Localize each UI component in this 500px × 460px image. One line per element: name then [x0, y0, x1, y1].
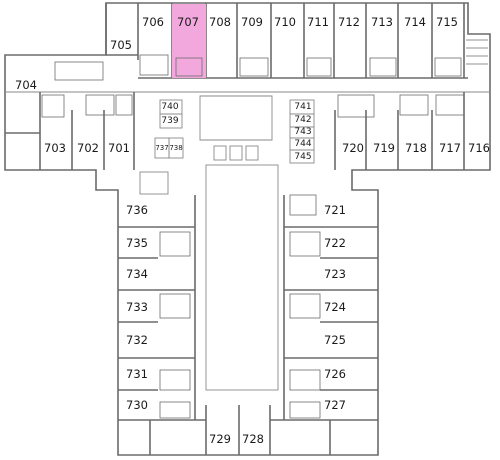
left-wing [5, 61, 135, 170]
room-736-label[interactable]: 736 [126, 203, 148, 217]
room-728-label[interactable]: 728 [242, 432, 264, 446]
room-707-label[interactable]: 707 [177, 15, 199, 29]
room-706-label[interactable]: 706 [142, 15, 164, 29]
room-704-label[interactable]: 704 [15, 78, 37, 92]
room-729-label[interactable]: 729 [209, 432, 231, 446]
building-outline [4, 2, 491, 456]
room-738-label[interactable]: 738 [169, 144, 182, 152]
room-737-label[interactable]: 737 [155, 144, 168, 152]
room-714-label[interactable]: 714 [404, 15, 426, 29]
room-731-label[interactable]: 731 [126, 367, 148, 381]
room-735-label[interactable]: 735 [126, 236, 148, 250]
room-703-label[interactable]: 703 [44, 141, 66, 155]
room-743-label[interactable]: 743 [294, 127, 311, 137]
room-722-label[interactable]: 722 [324, 236, 346, 250]
south-wing [118, 164, 378, 455]
top-wing-fixtures [139, 39, 488, 77]
room-744-label[interactable]: 744 [294, 139, 311, 149]
room-733-label[interactable]: 733 [126, 300, 148, 314]
room-707-highlight[interactable] [172, 4, 206, 78]
room-702-label[interactable]: 702 [77, 141, 99, 155]
right-wing [334, 92, 465, 170]
room-715-label[interactable]: 715 [436, 15, 458, 29]
room-732-label[interactable]: 732 [126, 333, 148, 347]
service-core [154, 95, 315, 164]
room-716-label[interactable]: 716 [468, 141, 490, 155]
room-711-label[interactable]: 711 [307, 15, 329, 29]
room-718-label[interactable]: 718 [405, 141, 427, 155]
room-727-label[interactable]: 727 [324, 398, 346, 412]
room-740-label[interactable]: 740 [161, 102, 178, 112]
room-725-label[interactable]: 725 [324, 333, 346, 347]
room-720-label[interactable]: 720 [342, 141, 364, 155]
room-713-label[interactable]: 713 [371, 15, 393, 29]
room-712-label[interactable]: 712 [338, 15, 360, 29]
room-708-label[interactable]: 708 [209, 15, 231, 29]
room-742-label[interactable]: 742 [294, 115, 311, 125]
room-739-label[interactable]: 739 [161, 116, 178, 126]
room-701-label[interactable]: 701 [108, 141, 130, 155]
room-724-label[interactable]: 724 [324, 300, 346, 314]
room-709-label[interactable]: 709 [241, 15, 263, 29]
room-726-label[interactable]: 726 [324, 367, 346, 381]
room-721-label[interactable]: 721 [324, 203, 346, 217]
room-705-label[interactable]: 705 [110, 38, 132, 52]
room-710-label[interactable]: 710 [274, 15, 296, 29]
top-wing [5, 3, 490, 93]
room-741-label[interactable]: 741 [294, 102, 311, 112]
room-745-label[interactable]: 745 [294, 152, 311, 162]
room-723-label[interactable]: 723 [324, 267, 346, 281]
room-719-label[interactable]: 719 [373, 141, 395, 155]
room-717-label[interactable]: 717 [439, 141, 461, 155]
room-labels: 706 707 708 709 710 711 712 713 714 715 … [15, 15, 490, 446]
room-734-label[interactable]: 734 [126, 267, 148, 281]
room-730-label[interactable]: 730 [126, 398, 148, 412]
